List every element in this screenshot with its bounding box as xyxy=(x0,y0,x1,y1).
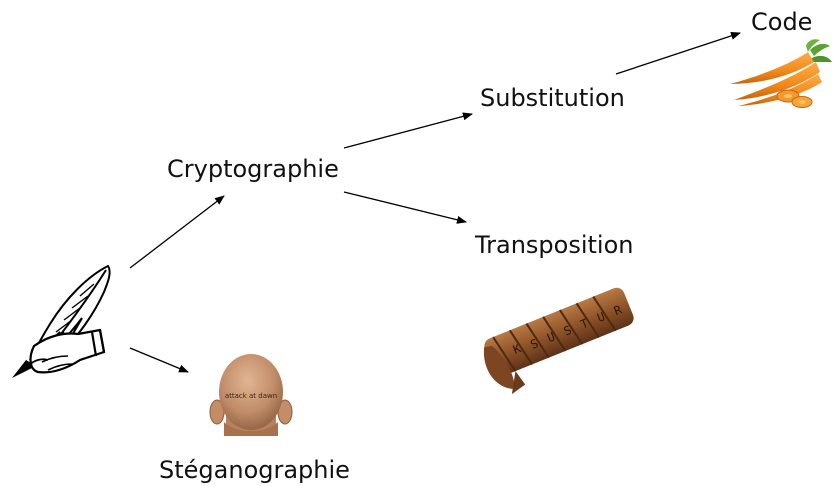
scytale-letter-1: S xyxy=(528,336,540,352)
head-secret-message: attack at dawn xyxy=(225,392,277,400)
scytale-letter-5: U xyxy=(595,309,607,325)
node-code: Code xyxy=(751,8,813,36)
arrow-quill-to-cryptographie xyxy=(129,195,225,269)
arrow-cryptographie-to-substitution xyxy=(343,112,473,149)
scytale-letter-3: S xyxy=(562,323,574,339)
scytale-letter-4: T xyxy=(578,316,590,332)
arrow-quill-to-steganographie xyxy=(129,347,189,373)
arrow-cryptographie-to-transposition xyxy=(343,191,467,224)
node-cryptographie: Cryptographie xyxy=(167,155,339,183)
node-substitution: Substitution xyxy=(480,84,625,112)
quill-pen-icon xyxy=(12,264,111,378)
arrow-substitution-to-code xyxy=(615,32,741,75)
node-transposition: Transposition xyxy=(475,231,634,259)
scytale-letter-2: U xyxy=(545,330,557,346)
carrots-icon xyxy=(730,39,832,108)
shaved-head-icon: attack at dawn xyxy=(209,354,293,436)
node-steganographie: Stéganographie xyxy=(159,456,350,484)
scytale-icon: K S U S T U R xyxy=(483,287,634,395)
